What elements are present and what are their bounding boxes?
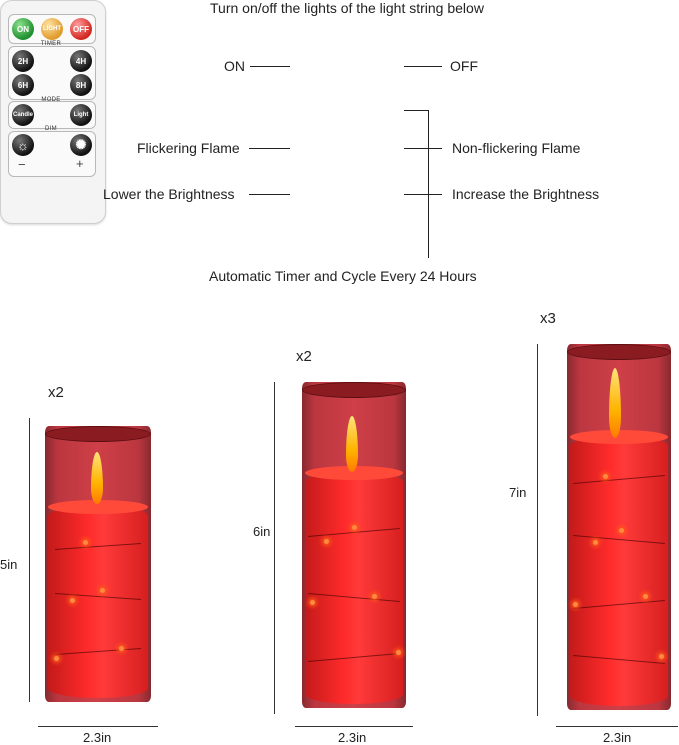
light-button[interactable]: LIGHT xyxy=(41,18,63,40)
candle-1-count: x2 xyxy=(48,384,64,401)
candle-2-count: x2 xyxy=(296,348,312,365)
candle-3-width: 2.3in xyxy=(603,730,632,745)
off-button[interactable]: OFF xyxy=(70,18,92,40)
candle-3-height-line xyxy=(537,344,538,716)
flame-icon xyxy=(91,452,103,504)
dim-panel: ☼ ✺ − + xyxy=(8,131,96,177)
light-mode-button[interactable]: Light xyxy=(70,104,92,126)
candle-2-width: 2.3in xyxy=(338,730,367,745)
timer-label: TIMER xyxy=(40,41,62,47)
callout-nonflicker: Non-flickering Flame xyxy=(452,140,581,156)
candle-1-height-line xyxy=(29,418,30,702)
callout-line-nonflicker xyxy=(404,148,442,149)
callout-flicker: Flickering Flame xyxy=(137,140,240,156)
candle-2-height: 6in xyxy=(253,524,271,539)
candle-3-count: x3 xyxy=(540,310,556,327)
callout-increase: Increase the Brightness xyxy=(452,186,600,202)
plus-sign: + xyxy=(76,156,84,171)
timer-4h-button[interactable]: 4H xyxy=(70,50,92,72)
callout-line-increase xyxy=(404,194,442,195)
timer-panel: 2H 4H 6H 8H xyxy=(8,46,96,100)
power-panel: ON LIGHT OFF xyxy=(8,14,96,44)
dim-up-icon[interactable]: ✺ xyxy=(70,134,92,156)
candle-mode-button[interactable]: Candle xyxy=(12,104,34,126)
mode-label: MODE xyxy=(41,97,61,103)
callout-line-off xyxy=(404,66,442,67)
callout-line-on xyxy=(250,66,290,67)
minus-sign: − xyxy=(18,157,26,172)
caption-top: Turn on/off the lights of the light stri… xyxy=(210,0,484,16)
candle-1-width-line xyxy=(38,726,158,727)
candle-3-height: 7in xyxy=(509,485,527,500)
candle-1 xyxy=(45,426,151,702)
callout-line-lower xyxy=(249,194,290,195)
callout-line-flicker xyxy=(249,148,290,149)
dim-label: DIM xyxy=(45,126,57,132)
flame-icon xyxy=(609,368,621,438)
flame-icon xyxy=(346,416,358,472)
callout-off: OFF xyxy=(450,58,478,74)
timer-2h-button[interactable]: 2H xyxy=(12,50,34,72)
candle-2 xyxy=(302,382,406,708)
callout-line-timer xyxy=(404,110,428,111)
candle-3-width-line xyxy=(556,726,678,727)
timer-6h-button[interactable]: 6H xyxy=(12,74,34,96)
candle-2-width-line xyxy=(295,726,413,727)
callout-lower: Lower the Brightness xyxy=(103,186,235,202)
callout-line-timer-vertical xyxy=(428,110,429,258)
timer-8h-button[interactable]: 8H xyxy=(70,74,92,96)
candle-2-height-line xyxy=(274,382,275,714)
remote-control: ON LIGHT OFF TIMER 2H 4H 6H 8H MODE Cand… xyxy=(0,0,106,224)
mode-panel: Candle Light xyxy=(8,101,96,129)
candle-1-width: 2.3in xyxy=(83,730,112,745)
on-button[interactable]: ON xyxy=(12,18,34,40)
candle-1-height: 5in xyxy=(0,557,18,572)
callout-on: ON xyxy=(224,58,245,74)
caption-bottom: Automatic Timer and Cycle Every 24 Hours xyxy=(209,268,477,284)
candle-3 xyxy=(567,344,671,710)
dim-down-icon[interactable]: ☼ xyxy=(12,134,34,156)
